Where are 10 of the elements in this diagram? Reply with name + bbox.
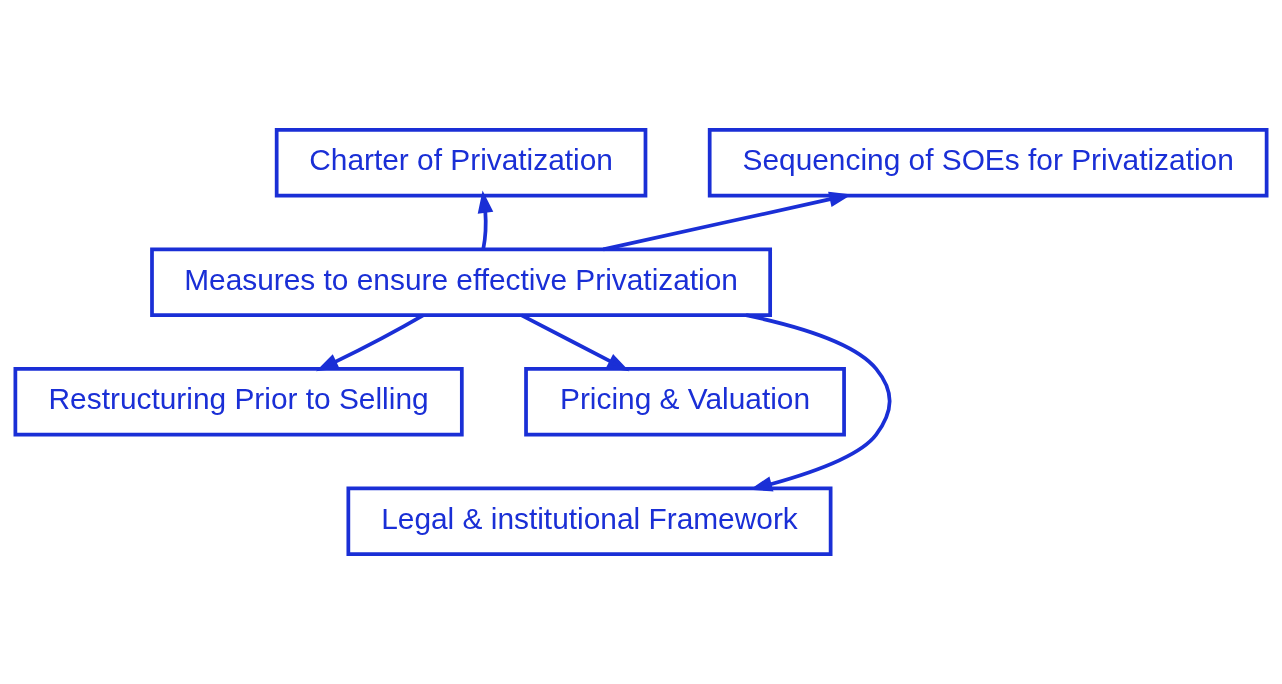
node-box: Charter of Privatization [274, 128, 648, 198]
arrow [477, 190, 494, 250]
node-box: Legal & institutional Framework [346, 486, 833, 556]
arrow [520, 313, 630, 372]
arrow [745, 313, 892, 492]
arrow [315, 313, 424, 372]
node-box: Measures to ensure effective Privatization [150, 247, 773, 317]
node-box: Sequencing of SOEs for Privatization [707, 128, 1269, 198]
node-box: Pricing & Valuation [524, 367, 846, 437]
node-box: Restructuring Prior to Selling [13, 367, 464, 437]
